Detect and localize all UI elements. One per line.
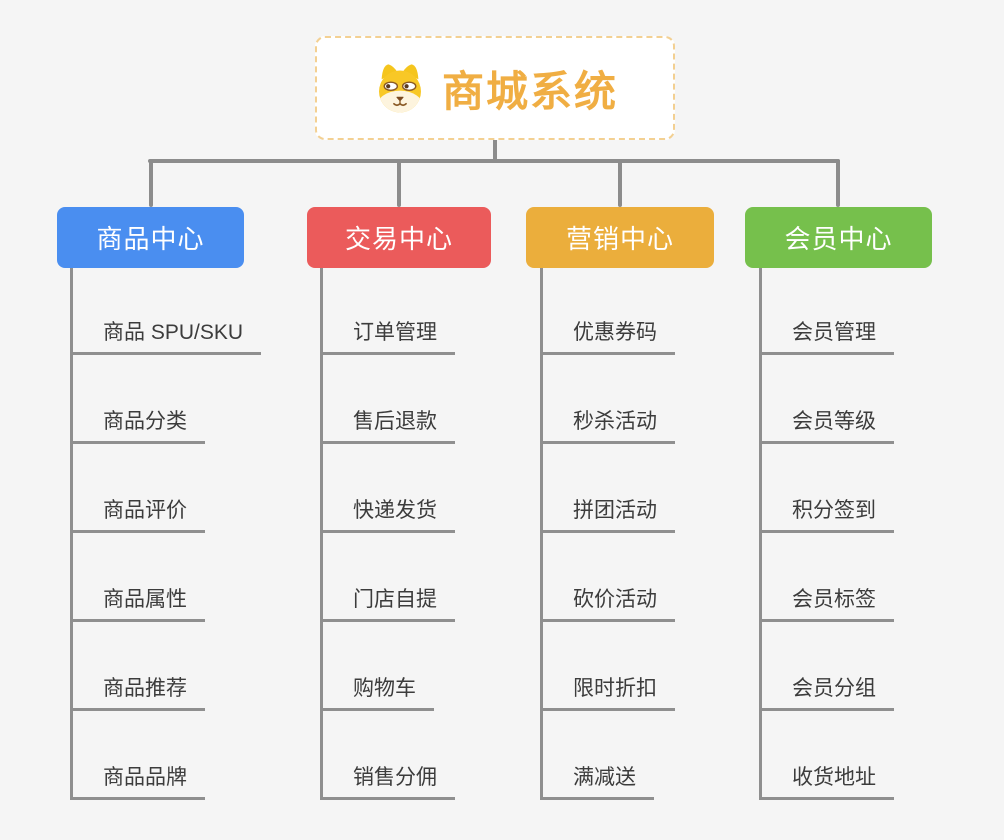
connector-drop-trade	[397, 159, 401, 207]
root-node[interactable]: 商城系统	[315, 36, 675, 140]
node-item[interactable]: 售后退款	[323, 402, 455, 444]
node-item[interactable]: 收货地址	[762, 758, 894, 800]
branch-node-marketing-center[interactable]: 营销中心	[526, 207, 714, 268]
branch-label: 商品中心	[96, 224, 205, 254]
node-item[interactable]: 会员等级	[762, 402, 894, 444]
branch-node-product-center[interactable]: 商品中心	[57, 207, 244, 268]
branch-children-trade: 订单管理售后退款快递发货门店自提购物车销售分佣	[320, 268, 543, 800]
node-item[interactable]: 订单管理	[323, 313, 455, 355]
node-item[interactable]: 商品 SPU/SKU	[73, 313, 262, 355]
connector-drop-marketing	[618, 159, 622, 207]
node-item[interactable]: 满减送	[543, 758, 654, 800]
branch-label: 交易中心	[344, 224, 453, 254]
branch-children-marketing: 优惠券码秒杀活动拼团活动砍价活动限时折扣满减送	[540, 268, 763, 800]
branch-label: 营销中心	[565, 224, 674, 254]
branch-node-trade-center[interactable]: 交易中心	[307, 207, 491, 268]
dog-face-icon	[378, 64, 421, 113]
node-item[interactable]: 销售分佣	[323, 758, 455, 800]
node-item[interactable]: 购物车	[323, 669, 434, 711]
connector-drop-member	[836, 159, 840, 207]
node-item[interactable]: 积分签到	[762, 491, 894, 533]
node-item[interactable]: 会员管理	[762, 313, 894, 355]
node-item[interactable]: 商品品牌	[73, 758, 205, 800]
node-item[interactable]: 优惠券码	[543, 313, 675, 355]
node-item[interactable]: 门店自提	[323, 580, 455, 622]
branch-children-member: 会员管理会员等级积分签到会员标签会员分组收货地址	[759, 268, 982, 800]
node-item[interactable]: 秒杀活动	[543, 402, 675, 444]
root-label: 商城系统	[441, 67, 618, 115]
node-item[interactable]: 快递发货	[323, 491, 455, 533]
node-item[interactable]: 商品属性	[73, 580, 205, 622]
node-item[interactable]: 商品分类	[73, 402, 205, 444]
connector-horizontal-bar	[148, 159, 840, 163]
connector-root-stem	[493, 140, 497, 161]
branch-children-product: 商品 SPU/SKU 商品分类商品评价商品属性商品推荐商品品牌	[70, 268, 293, 800]
node-item[interactable]: 拼团活动	[543, 491, 675, 533]
node-item[interactable]: 砍价活动	[543, 580, 675, 622]
node-item[interactable]: 商品评价	[73, 491, 205, 533]
node-item[interactable]: 会员标签	[762, 580, 894, 622]
branch-label: 会员中心	[784, 224, 893, 254]
node-item[interactable]: 商品推荐	[73, 669, 205, 711]
node-item[interactable]: 会员分组	[762, 669, 894, 711]
node-item[interactable]: 限时折扣	[543, 669, 675, 711]
branch-node-member-center[interactable]: 会员中心	[745, 207, 932, 268]
connector-drop-product	[149, 159, 153, 207]
